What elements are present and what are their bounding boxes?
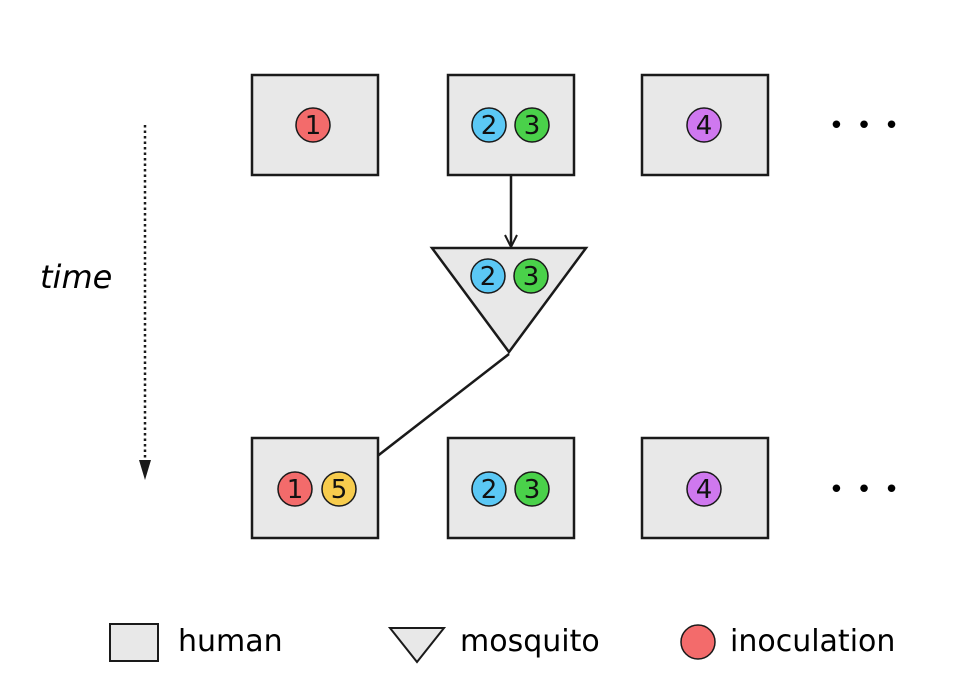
legend: human mosquito inoculation	[109, 623, 895, 664]
svg-text:5: 5	[331, 475, 348, 505]
svg-text:2: 2	[480, 262, 497, 292]
legend-human-swatch	[109, 623, 159, 662]
legend-mosquito-label: mosquito	[460, 624, 600, 659]
legend-inoculation-label: inoculation	[730, 624, 895, 659]
time-label: time	[40, 258, 112, 296]
inoculation-top-4: 4	[686, 107, 722, 143]
inoculation-bottom-5: 5	[321, 471, 357, 507]
inoculation-top-3: 3	[514, 107, 550, 143]
svg-text:3: 3	[524, 475, 541, 505]
inoculation-mosquito-3: 3	[513, 258, 549, 294]
time-axis-arrowhead	[139, 460, 151, 480]
inoculation-bottom-3: 3	[514, 471, 550, 507]
inoculation-bottom-2: 2	[471, 471, 507, 507]
inoculation-bottom-1: 1	[277, 471, 313, 507]
ellipsis-top: • • •	[829, 111, 902, 141]
inoculation-top-1: 1	[295, 107, 331, 143]
inoculation-top-2: 2	[471, 107, 507, 143]
svg-text:3: 3	[524, 111, 541, 141]
svg-text:1: 1	[305, 111, 322, 141]
bite-arrow-to-human	[362, 353, 510, 468]
legend-human-label: human	[178, 624, 283, 659]
svg-text:1: 1	[287, 475, 304, 505]
inoculation-bottom-4: 4	[686, 471, 722, 507]
svg-text:4: 4	[696, 111, 713, 141]
human-box-bottom-2	[446, 436, 576, 540]
human-box-top-2	[446, 73, 576, 177]
ellipsis-bottom: • • •	[829, 475, 902, 505]
inoculation-mosquito-2: 2	[470, 258, 506, 294]
svg-text:2: 2	[481, 475, 498, 505]
svg-text:2: 2	[481, 111, 498, 141]
legend-inoculation-swatch	[680, 624, 716, 660]
mosquito-triangle	[429, 246, 589, 355]
legend-mosquito-swatch	[387, 627, 447, 664]
svg-text:3: 3	[523, 262, 540, 292]
svg-text:4: 4	[696, 475, 713, 505]
human-box-bottom-1	[250, 436, 380, 540]
